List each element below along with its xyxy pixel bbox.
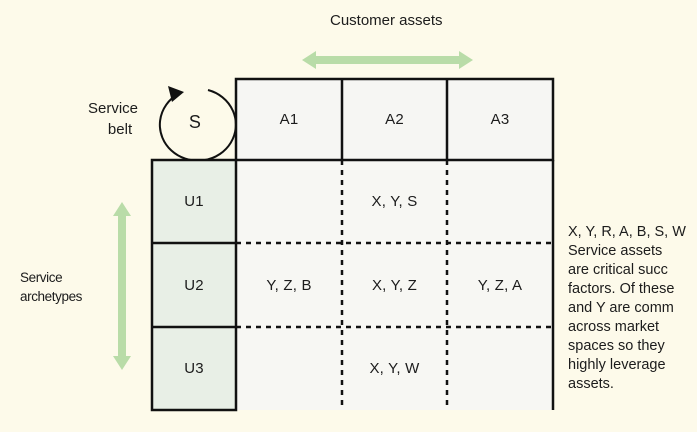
cell-u2-a2: X, Y, Z: [371, 276, 418, 294]
side-note-line: are critical succ: [568, 262, 668, 278]
row-header-u3: U3: [184, 360, 204, 377]
customer-assets-arrow: [302, 51, 473, 69]
cell-u2-a3: Y, Z, A: [477, 276, 523, 294]
header-row-background: [236, 79, 553, 160]
customer-assets-label: Customer assets: [330, 12, 443, 29]
cell-u1-a3: [447, 160, 553, 243]
row-header-u2: U2: [184, 276, 204, 294]
side-note-line: X, Y, R, A, B, S, W: [568, 224, 686, 240]
service-archetypes-arrow: [113, 202, 131, 370]
row-header-column-background: [152, 160, 236, 410]
row-header-u1: U1: [184, 193, 204, 210]
cell-u3-a2: X, Y, W: [369, 360, 420, 377]
cell-u2-a1: Y, Z, B: [266, 276, 312, 294]
side-note-line: across market: [568, 319, 660, 335]
service-belt-label: Service belt: [88, 98, 138, 140]
side-note-line: Service assets: [568, 243, 663, 259]
corner-cell-s: S: [188, 111, 202, 132]
cell-u1-a2: X, Y, S: [371, 193, 418, 210]
side-note-line: factors. Of these: [568, 281, 675, 297]
column-header-a3: A3: [490, 111, 510, 128]
side-note-line: highly leverage: [568, 357, 666, 373]
service-archetypes-line1: Service: [20, 270, 63, 285]
side-note-line: and Y are comm: [568, 300, 674, 316]
grid-body-background: [236, 160, 553, 410]
side-note: X, Y, R, A, B, S, W Service assets are c…: [568, 223, 697, 413]
service-belt-line1: Service: [88, 100, 139, 117]
cell-u3-a1: [236, 327, 342, 410]
column-header-a1: A1: [279, 111, 299, 128]
side-note-line: assets.: [568, 376, 614, 392]
cell-u3-a3: [447, 327, 553, 410]
side-note-line: spaces so they: [568, 338, 665, 354]
cell-u1-a1: [236, 160, 342, 243]
service-archetypes-label: Service archetypes: [20, 268, 82, 306]
column-header-a2: A2: [385, 111, 404, 128]
service-archetypes-line2: archetypes: [20, 289, 83, 304]
service-belt-line2: belt: [107, 121, 133, 138]
